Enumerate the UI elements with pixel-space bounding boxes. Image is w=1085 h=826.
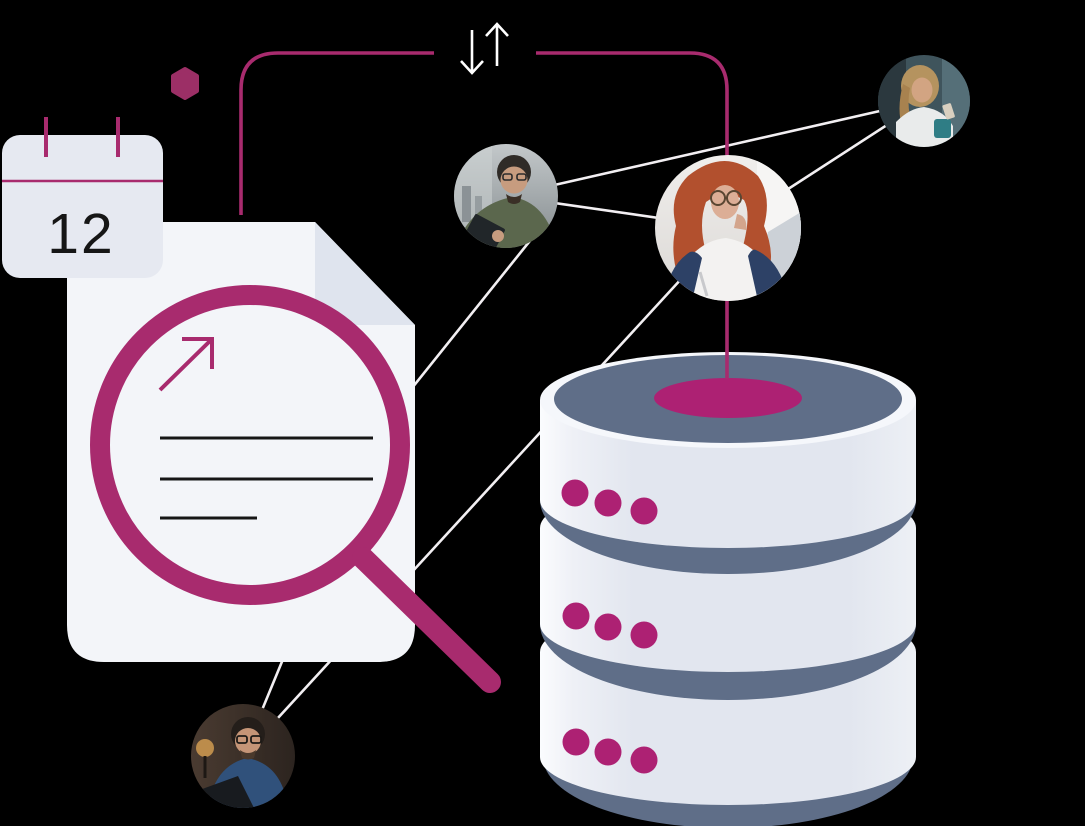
magnifier-icon [90,285,410,605]
document-text-lines [160,436,373,520]
magnifier-glass [100,295,400,595]
sync-arrows-icon [460,22,509,75]
document-icon [67,222,501,693]
database-dots [561,479,658,774]
arrow-up-right-icon [158,337,214,392]
magnifier-handle [352,547,501,693]
avatar-woman-phone [878,55,970,147]
calendar-day: 12 [47,202,114,266]
calendar-body [2,135,163,278]
avatar-man-tablet [454,144,558,248]
document-fold [315,222,415,325]
sync-connector-path [239,51,434,215]
avatar-man-laptop [191,704,295,808]
sync-connector-path [536,51,729,379]
calendar-icon: 12 [2,117,163,278]
avatar-woman-redhair [655,155,801,301]
connection-line [242,227,729,757]
connection-line [398,236,535,404]
database-port [654,378,802,418]
connection-line [505,99,925,198]
database-icon [540,352,916,826]
hexagon-icon [171,67,199,100]
